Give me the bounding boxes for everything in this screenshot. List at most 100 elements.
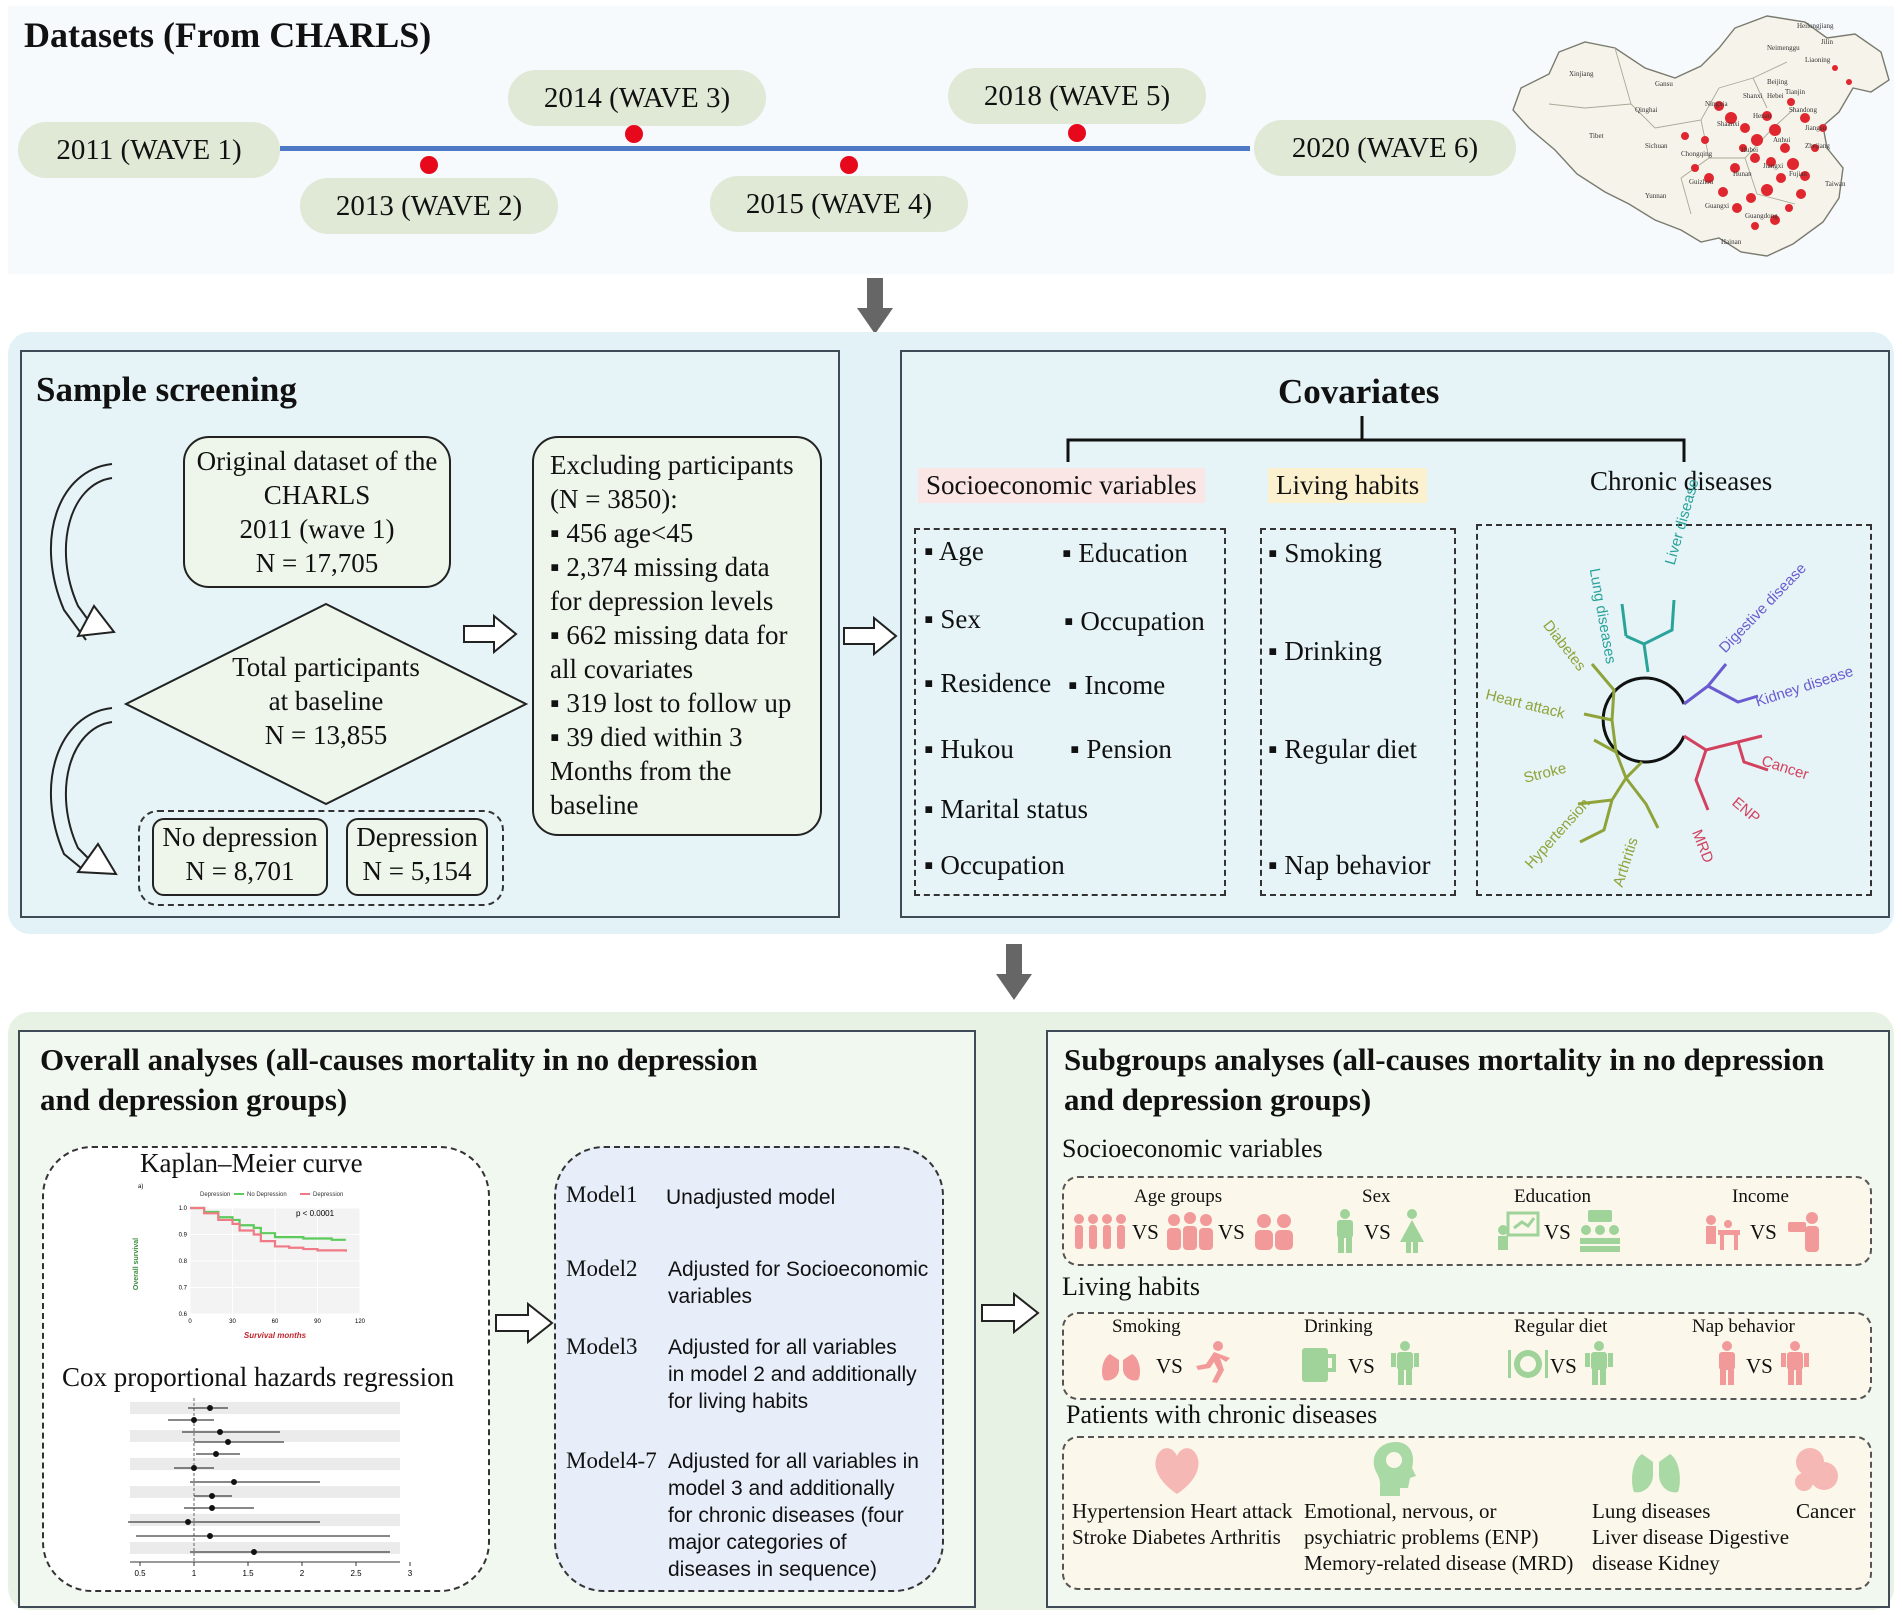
chronic-cardiovascular-text: Hypertension Heart attack Stroke Diabete… xyxy=(1072,1498,1292,1550)
head-brain-icon xyxy=(1373,1442,1416,1496)
cov-occupation-1: ▪ Occupation xyxy=(1064,606,1205,636)
vs-drinking: VS xyxy=(1348,1354,1375,1378)
map-label-9: Hebei xyxy=(1767,92,1784,100)
no-depression-box: No depression N = 8,701 xyxy=(152,818,328,896)
running-person-icon xyxy=(1196,1341,1230,1383)
km-ytick-3: 0.7 xyxy=(179,1286,188,1292)
lungs-smoking-icon xyxy=(1102,1346,1140,1381)
map-label-6: Gansu xyxy=(1655,80,1673,88)
sg-smoking-label: Smoking xyxy=(1112,1316,1181,1337)
map-label-12: Ningxia xyxy=(1705,100,1728,108)
excluding-line-3: ▪ 456 age<45 xyxy=(550,518,694,548)
wave-2014: 2014 (WAVE 3) xyxy=(508,70,766,126)
covariates-bracket xyxy=(1066,416,1686,462)
chronic-mental-line-1: Emotional, nervous, or xyxy=(1304,1499,1497,1523)
total-line-1: Total participants xyxy=(232,652,420,682)
chronic-cv-line-2: Stroke Diabetes Arthritis xyxy=(1072,1525,1281,1549)
km-ytick-0: 1.0 xyxy=(179,1206,188,1212)
map-label-28: Guangxi xyxy=(1705,202,1729,210)
overall-title-line-2: and depression groups) xyxy=(40,1082,348,1117)
vs-income: VS xyxy=(1750,1220,1777,1244)
model2-desc-line-2: variables xyxy=(668,1285,753,1308)
map-label-17: Sichuan xyxy=(1645,142,1668,150)
km-legend-item-0: No Depression xyxy=(247,1192,287,1198)
model3-desc-line-2: in model 2 and additionally xyxy=(668,1363,917,1386)
outcome-groups-box xyxy=(138,810,504,906)
map-label-19: Hubei xyxy=(1741,146,1758,154)
model4-7-desc-line-5: diseases in sequence) xyxy=(668,1558,877,1581)
chronic-mental-line-3: Memory-related disease (MRD) xyxy=(1304,1551,1574,1575)
cox-xtick-3: 2 xyxy=(300,1569,305,1578)
sg-income-label: Income xyxy=(1732,1186,1789,1207)
km-title: Kaplan–Meier curve xyxy=(140,1148,363,1178)
map-label-22: Hunan xyxy=(1733,170,1752,178)
total-line-2: at baseline xyxy=(268,686,384,716)
down-arrow-1 xyxy=(857,278,893,334)
cov-education: ▪ Education xyxy=(1062,538,1188,568)
model3-key: Model3 xyxy=(566,1334,638,1359)
right-arrow-covariates xyxy=(843,615,898,657)
excluding-line-2: (N = 3850): xyxy=(550,484,678,514)
cov-nap-behavior: ▪ Nap behavior xyxy=(1268,850,1431,880)
subgroups-title-line-1: Subgroups analyses (all-causes mortality… xyxy=(1064,1042,1825,1077)
model4-7-desc-line-4: major categories of xyxy=(668,1531,847,1554)
excluding-line-4: ▪ 2,374 missing data xyxy=(550,552,770,582)
map-label-26: Taiwan xyxy=(1825,180,1846,188)
living-items-box xyxy=(1260,528,1456,896)
covariates-title: Covariates xyxy=(1278,372,1440,411)
km-ytick-2: 0.8 xyxy=(179,1259,188,1265)
map-label-7: Beijing xyxy=(1767,78,1788,86)
timeline-dot-2014 xyxy=(625,125,643,143)
km-chart: a) Depression No Depression Depression p… xyxy=(133,1184,366,1340)
sg-living-head: Living habits xyxy=(1062,1272,1200,1301)
healthy-person-icon-1 xyxy=(1391,1341,1419,1385)
sg-age-label: Age groups xyxy=(1134,1186,1223,1207)
sample-screening-title: Sample screening xyxy=(36,370,297,409)
overall-title: Overall analyses (all-causes mortality i… xyxy=(40,1040,758,1120)
age-group-middle-icon xyxy=(1167,1212,1213,1250)
chronic-diseases-head: Chronic diseases xyxy=(1590,466,1773,496)
km-xtick-3: 90 xyxy=(314,1319,321,1325)
sg-socio-box xyxy=(1062,1176,1872,1266)
chronic-mental-text: Emotional, nervous, or psychiatric probl… xyxy=(1304,1498,1573,1576)
excluding-line-11: baseline xyxy=(550,790,639,820)
chronic-tree-box xyxy=(1476,524,1872,896)
total-participants-text: Total participants at baseline N = 13,85… xyxy=(194,650,458,752)
km-panel-letter: a) xyxy=(138,1184,143,1190)
map-label-20: Anhui xyxy=(1773,136,1791,144)
china-map: HeilongjiangJilinNeimengguLiaoningXinjia… xyxy=(1512,15,1890,257)
map-label-24: Guizhou xyxy=(1689,178,1714,186)
map-label-13: Henan xyxy=(1753,112,1772,120)
chronic-disease-tree xyxy=(1577,599,1769,844)
original-line-4: N = 17,705 xyxy=(255,548,379,578)
cov-pension: ▪ Pension xyxy=(1070,734,1172,764)
vs-age-2: VS xyxy=(1218,1220,1245,1244)
male-icon xyxy=(1337,1209,1353,1253)
cox-xtick-5: 3 xyxy=(408,1569,413,1578)
wave-2013: 2013 (WAVE 2) xyxy=(300,178,558,234)
sg-chronic-head: Patients with chronic diseases xyxy=(1066,1400,1378,1429)
cox-xtick-2: 1.5 xyxy=(242,1569,254,1578)
map-label-2: Neimenggu xyxy=(1767,44,1800,52)
education-teacher-icon xyxy=(1498,1211,1540,1250)
map-label-29: Guangdong xyxy=(1745,212,1778,220)
living-habits-head: Living habits xyxy=(1268,468,1428,503)
nap-person-icon-2 xyxy=(1781,1341,1809,1385)
wave-2015: 2015 (WAVE 4) xyxy=(710,176,968,232)
right-arrow-models xyxy=(495,1301,554,1345)
original-line-3: 2011 (wave 1) xyxy=(239,514,395,544)
chronic-mental-line-2: psychiatric problems (ENP) xyxy=(1304,1525,1539,1549)
female-icon xyxy=(1400,1209,1424,1253)
model4-7-desc-line-2: model 3 and additionally xyxy=(668,1477,895,1500)
sg-drinking-label: Drinking xyxy=(1304,1316,1373,1337)
cov-sex: ▪ Sex xyxy=(924,604,981,634)
total-line-3: N = 13,855 xyxy=(264,720,388,750)
no-depression-n: N = 8,701 xyxy=(185,856,295,886)
excluding-line-10: Months from the xyxy=(550,756,732,786)
map-label-0: Heilongjiang xyxy=(1797,22,1834,30)
km-xlabel: Survival months xyxy=(244,1331,307,1340)
km-xtick-4: 120 xyxy=(355,1319,366,1325)
sg-sex-label: Sex xyxy=(1362,1186,1391,1207)
